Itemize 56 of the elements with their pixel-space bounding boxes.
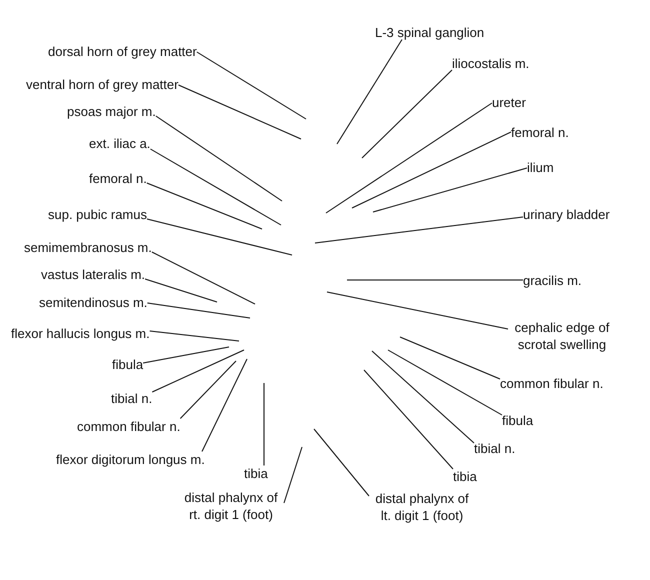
part-label: ext. iliac a.: [89, 136, 150, 150]
leader-line: [178, 84, 302, 140]
part-label: tibia: [244, 466, 268, 480]
part-label: fibula: [112, 356, 144, 372]
part-label: sup. pubic ramus: [48, 206, 147, 222]
part-label: fibula: [502, 412, 534, 428]
leader-line: [180, 360, 236, 419]
part-label: L-3 spinal ganglion: [375, 24, 484, 40]
part-label: semitendinosus m.: [39, 294, 148, 310]
leader-line: [326, 102, 492, 214]
part-label: ventral horn of grey matter: [26, 76, 178, 92]
leader-line: [144, 278, 218, 302]
leader-line: [326, 292, 508, 330]
part-label: urinary bladder: [523, 206, 610, 222]
part-label: ureter: [492, 94, 526, 110]
part-label: distal phalynx of rt. digit 1 (foot): [178, 489, 284, 523]
leader-line: [149, 330, 240, 342]
part-label: semimembranosus m.: [24, 240, 152, 254]
part-label: common fibular n.: [500, 376, 604, 390]
leader-line: [362, 70, 452, 158]
leader-line: [146, 182, 262, 230]
part-label: tibial n.: [474, 440, 516, 456]
leader-line: [155, 116, 282, 202]
leader-line: [314, 428, 370, 496]
part-label: vastus lateralis m.: [41, 266, 146, 282]
leader-line: [314, 216, 524, 244]
part-label: tibial n.: [111, 390, 152, 406]
leader-line: [150, 148, 282, 226]
leader-line: [372, 350, 474, 444]
part-label: iliocostalis m.: [452, 56, 530, 70]
part-label: distal phalynx of lt. digit 1 (foot): [369, 490, 475, 524]
part-label: dorsal horn of grey matter: [48, 44, 197, 58]
part-label: psoas major m.: [67, 104, 156, 118]
leader-line: [284, 446, 302, 504]
part-label: femoral n.: [89, 170, 147, 186]
leader-line: [202, 358, 248, 452]
part-label: ilium: [527, 160, 554, 174]
leader-line: [146, 218, 292, 256]
leader-line: [364, 370, 454, 470]
part-label: femoral n.: [511, 124, 569, 140]
part-label: tibia: [453, 468, 477, 484]
leader-line: [196, 52, 306, 120]
leader-line: [151, 252, 256, 304]
part-label: common fibular n.: [77, 418, 180, 434]
leader-line: [388, 350, 502, 416]
leader-line: [146, 302, 250, 318]
leader-line: [372, 168, 528, 212]
leader-line: [336, 39, 402, 144]
part-label: flexor hallucis longus m.: [11, 326, 150, 340]
part-label: gracilis m.: [523, 272, 582, 288]
part-label: flexor digitorum longus m.: [56, 452, 205, 466]
leader-line: [152, 350, 244, 392]
part-label: cephalic edge of scrotal swelling: [508, 319, 616, 353]
leader-line: [352, 132, 512, 208]
leader-line: [400, 336, 500, 380]
leader-line: [142, 346, 230, 364]
